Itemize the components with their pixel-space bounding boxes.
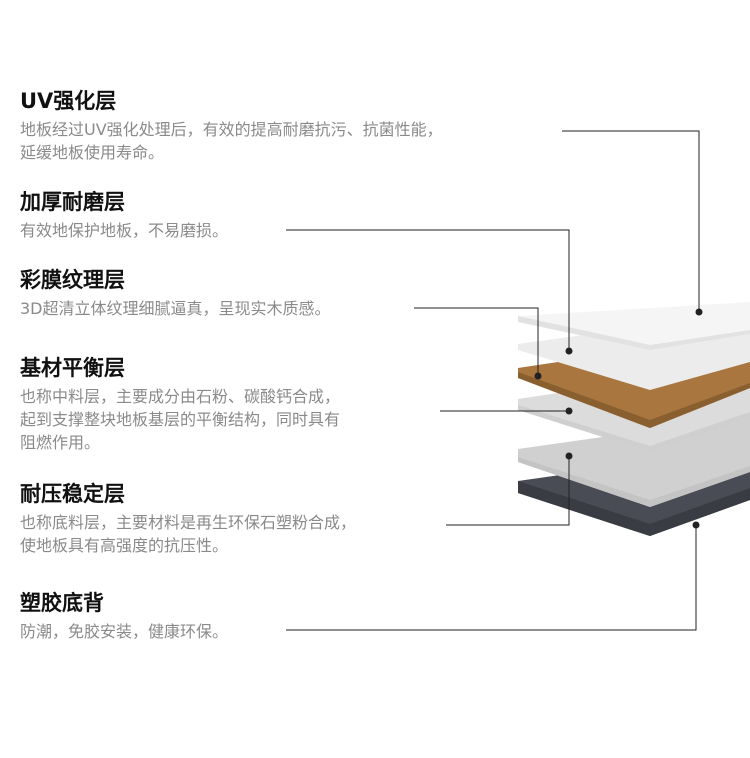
layer-description-line: 防潮，免胶安装，健康环保。 bbox=[20, 622, 229, 641]
layer-description: 也称中料层，主要成分由石粉、碳酸钙合成， 起到支撑整块地板基层的平衡结构，同时具… bbox=[20, 385, 580, 454]
layer-wear: 加厚耐磨层 有效地保护地板，不易磨损。 bbox=[20, 189, 580, 242]
layer-backing: 塑胶底背 防潮，免胶安装，健康环保。 bbox=[20, 590, 580, 643]
layer-description-line: 有效地保护地板，不易磨损。 bbox=[20, 221, 229, 240]
layer-description-line: 地板经过UV强化处理后，有效的提高耐磨抗污、抗菌性能， bbox=[20, 120, 443, 139]
layer-description-line: 起到支撑整块地板基层的平衡结构，同时具有 bbox=[20, 410, 341, 429]
layer-description: 地板经过UV强化处理后，有效的提高耐磨抗污、抗菌性能， 延缓地板使用寿命。 bbox=[20, 118, 580, 164]
leader-dot bbox=[695, 308, 703, 316]
layer-description-line: 3D超清立体纹理细腻逼真，呈现实木质感。 bbox=[20, 299, 331, 318]
layer-uv: UV强化层 地板经过UV强化处理后，有效的提高耐磨抗污、抗菌性能， 延缓地板使用… bbox=[20, 88, 580, 164]
layer-title: 耐压稳定层 bbox=[20, 482, 125, 506]
layer-title: 基材平衡层 bbox=[20, 356, 125, 380]
layer-title: 加厚耐磨层 bbox=[20, 190, 125, 214]
layer-stable: 耐压稳定层 也称底料层，主要材料是再生环保石塑粉合成， 使地板具有高强度的抗压性… bbox=[20, 481, 580, 557]
leader-line-uv bbox=[562, 130, 700, 312]
layer-base: 基材平衡层 也称中料层，主要成分由石粉、碳酸钙合成， 起到支撑整块地板基层的平衡… bbox=[20, 355, 580, 454]
layer-description-line: 延缓地板使用寿命。 bbox=[20, 143, 165, 162]
layer-description: 3D超清立体纹理细腻逼真，呈现实木质感。 bbox=[20, 297, 580, 320]
layer-title: 彩膜纹理层 bbox=[20, 268, 125, 292]
layer-description-line: 也称中料层，主要成分由石粉、碳酸钙合成， bbox=[20, 387, 341, 406]
layer-description-line: 使地板具有高强度的抗压性。 bbox=[20, 536, 229, 555]
leader-dot bbox=[692, 521, 700, 529]
layer-title: 塑胶底背 bbox=[20, 591, 104, 615]
layer-title: UV强化层 bbox=[20, 89, 117, 113]
layer-description-line: 也称底料层，主要材料是再生环保石塑粉合成， bbox=[20, 513, 357, 532]
layer-description-line: 阻燃作用。 bbox=[20, 433, 101, 452]
leader-dot bbox=[565, 347, 573, 355]
layer-description: 防潮，免胶安装，健康环保。 bbox=[20, 620, 580, 643]
layer-description: 也称底料层，主要材料是再生环保石塑粉合成， 使地板具有高强度的抗压性。 bbox=[20, 511, 580, 557]
uv-layer-edge bbox=[518, 316, 750, 350]
layer-description: 有效地保护地板，不易磨损。 bbox=[20, 219, 580, 242]
layer-film: 彩膜纹理层 3D超清立体纹理细腻逼真，呈现实木质感。 bbox=[20, 267, 580, 320]
